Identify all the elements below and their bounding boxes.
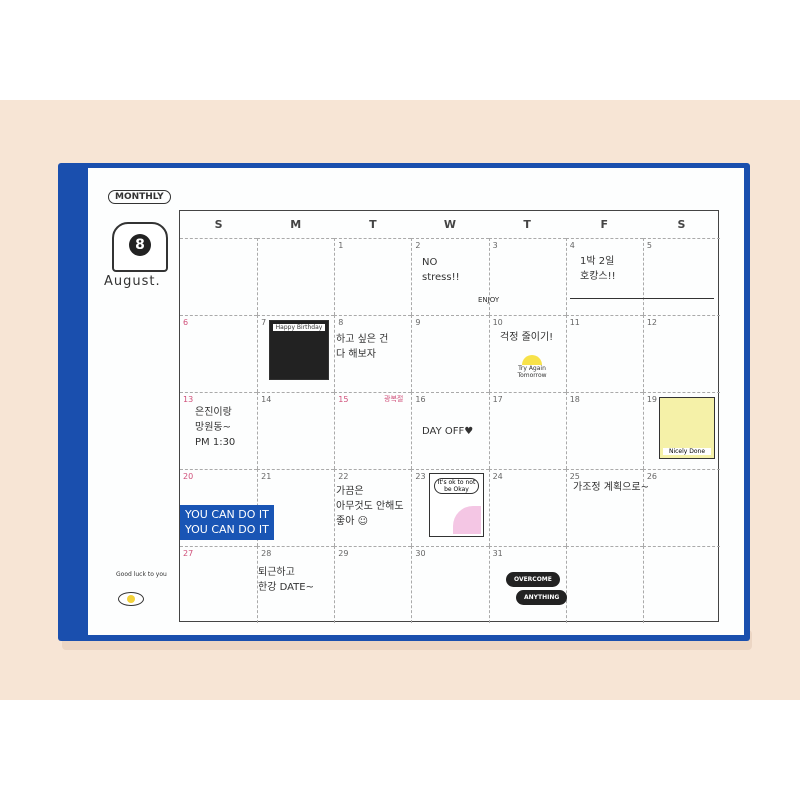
date-number: 24: [492, 472, 503, 481]
weekday-header: F: [600, 218, 609, 231]
day-cell[interactable]: [642, 546, 720, 623]
day-cell[interactable]: 19: [642, 392, 720, 469]
date-number: 29: [338, 549, 349, 558]
date-number: 19: [646, 395, 658, 404]
date-number: 1: [338, 241, 344, 250]
try-again-sticker: Try Again Tomorrow: [503, 355, 561, 379]
day-cell[interactable]: 14: [257, 392, 335, 469]
weekday-header: S: [677, 218, 686, 231]
weekday-header: T: [523, 218, 531, 231]
month-number: 8: [129, 234, 151, 256]
note: DAY OFF♥: [422, 426, 474, 437]
date-number: 3: [492, 241, 498, 250]
anything-bubble: ANYTHING: [516, 590, 568, 605]
date-number: 22: [338, 472, 349, 481]
weekday-header: W: [443, 218, 457, 231]
date-number: 12: [646, 318, 658, 327]
planner-page: [88, 168, 744, 635]
day-cell[interactable]: 24: [488, 469, 566, 546]
day-cell[interactable]: [565, 546, 643, 623]
weekday-header: S: [214, 218, 223, 231]
date-number: 9: [415, 318, 421, 327]
bread-icon: 8: [112, 222, 168, 272]
day-cell[interactable]: 30: [411, 546, 489, 623]
note: 퇴근하고 한강 DATE~: [258, 567, 314, 593]
day-cell[interactable]: 31: [488, 546, 566, 623]
date-number: 30: [415, 549, 426, 558]
date-number: 5: [646, 241, 652, 250]
date-number: 16: [415, 395, 426, 404]
good-luck-sticker: Good luck to you: [116, 571, 167, 578]
date-number: 11: [569, 318, 580, 327]
day-cell[interactable]: 22: [334, 469, 412, 546]
day-cell[interactable]: 10: [488, 315, 566, 392]
day-cell[interactable]: 8: [334, 315, 412, 392]
day-cell[interactable]: 15: [334, 392, 412, 469]
weekday-header: M: [290, 218, 302, 231]
note: 걱정 줄이기!: [500, 332, 554, 343]
note: 가끔은 아무것도 안해도 좋아 ☺: [336, 486, 404, 527]
date-number: 28: [261, 549, 272, 558]
date-number: 10: [492, 318, 503, 327]
note: 은진이랑 망원동~ PM 1:30: [195, 407, 236, 448]
day-cell[interactable]: 29: [334, 546, 412, 623]
day-cell[interactable]: 13: [180, 392, 258, 469]
date-number: 8: [338, 318, 344, 327]
day-cell[interactable]: 7: [257, 315, 335, 392]
day-cell[interactable]: 23: [411, 469, 489, 546]
day-cell[interactable]: 12: [642, 315, 720, 392]
date-number: 13: [183, 395, 194, 404]
date-number: 6: [183, 318, 189, 327]
day-cell[interactable]: 9: [411, 315, 489, 392]
day-cell[interactable]: [180, 238, 258, 315]
date-number: 21: [261, 472, 272, 481]
day-cell[interactable]: 17: [488, 392, 566, 469]
date-number: 18: [569, 395, 580, 404]
birthday-sticker: Happy Birthday: [269, 320, 329, 380]
note: ENJOY: [478, 296, 500, 304]
day-cell[interactable]: 6: [180, 315, 258, 392]
note: 광복절: [384, 395, 404, 403]
date-number: 15: [338, 395, 349, 404]
date-number: 17: [492, 395, 503, 404]
day-cell[interactable]: 18: [565, 392, 643, 469]
day-cell[interactable]: 3: [488, 238, 566, 315]
day-cell[interactable]: [257, 238, 335, 315]
section-label: MONTHLY: [108, 190, 171, 204]
weekday-header: T: [369, 218, 377, 231]
date-number: 4: [569, 241, 575, 250]
day-cell[interactable]: 25: [565, 469, 643, 546]
date-number: 31: [492, 549, 503, 558]
date-number: 20: [183, 472, 194, 481]
day-cell[interactable]: 27: [180, 546, 258, 623]
day-cell[interactable]: 11: [565, 315, 643, 392]
date-number: 14: [261, 395, 272, 404]
day-cell[interactable]: 5: [642, 238, 720, 315]
day-cell[interactable]: 2: [411, 238, 489, 315]
nicely-done-sticker: Nicely Done: [659, 397, 715, 459]
date-number: 7: [261, 318, 267, 327]
date-number: 27: [183, 549, 194, 558]
day-cell[interactable]: 20: [180, 469, 258, 546]
date-number: 2: [415, 241, 421, 250]
note: 1박 2일 호캉스!!: [580, 256, 616, 282]
day-cell[interactable]: 16: [411, 392, 489, 469]
month-name: August.: [104, 274, 161, 289]
overcome-bubble: OVERCOME: [506, 572, 560, 587]
arrow: [570, 298, 714, 299]
note: 가조정 계획으로~: [573, 482, 649, 493]
note: 하고 싶은 건 다 해보자: [336, 334, 389, 360]
egg-icon: [118, 592, 144, 606]
note: NO stress!!: [422, 257, 460, 283]
ok-sticker: It's ok to not be Okay: [429, 473, 484, 537]
day-cell[interactable]: 1: [334, 238, 412, 315]
day-cell[interactable]: 4: [565, 238, 643, 315]
day-cell[interactable]: 26: [642, 469, 720, 546]
day-cell[interactable]: 28: [257, 546, 335, 623]
date-number: 25: [569, 472, 580, 481]
date-number: 26: [646, 472, 658, 481]
date-number: 23: [415, 472, 426, 481]
